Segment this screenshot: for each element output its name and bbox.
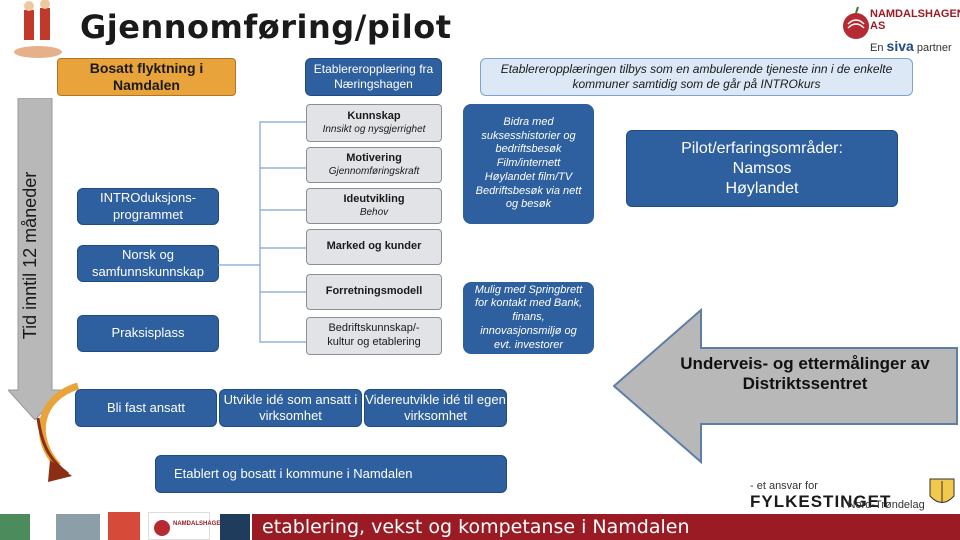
praksis-box: Praksisplass <box>77 315 219 352</box>
norsk-box: Norsk og samfunnskunnskap <box>77 245 219 282</box>
fylke-text: - et ansvar for FYLKESTINGET <box>750 480 892 511</box>
fylke-sub: i Nord-Trøndelag <box>842 499 925 511</box>
people-illustration-icon <box>14 0 62 58</box>
logo-partner: En siva partner <box>870 38 952 54</box>
bosatt-box: Bosatt flyktning i Namdalen <box>57 58 236 96</box>
videreutvikle-box: Videreutvikle idé til egen virksomhet <box>364 389 507 427</box>
pilot-box: Pilot/erfaringsområder: Namsos Høylandet <box>626 130 898 207</box>
fast-ansatt-box: Bli fast ansatt <box>75 389 217 427</box>
footer-photo-1 <box>0 514 30 540</box>
module-bedriftskunnskap: Bedriftskunnskap/-kultur og etablering <box>306 317 442 355</box>
mulig-box: Mulig med Springbrett for kontakt med Ba… <box>463 282 594 354</box>
big-left-arrow <box>613 308 958 464</box>
footer-logo-box: NAMDALSHAGEN <box>148 512 225 540</box>
module-forretningsmodell: Forretningsmodell <box>306 274 442 310</box>
footer-bar <box>252 514 960 540</box>
etablert-box: Etablert og bosatt i kommune i Namdalen <box>155 455 507 493</box>
footer-logo-icon <box>154 520 170 536</box>
arrow-text: Underveis- og ettermålinger av Distrikts… <box>680 354 930 394</box>
namdalshagen-logo-icon <box>843 6 869 39</box>
timeline-label: Tid inntil 12 måneder <box>20 171 41 339</box>
page-title: Gjennomføring/pilot <box>80 8 452 46</box>
logo-name: NAMDALSHAGEN AS <box>870 8 960 32</box>
curved-arrow-icon <box>36 382 80 482</box>
tilbys-box: Etablereropplæringen tilbys som en ambul… <box>480 58 913 96</box>
footer-slogan: etablering, vekst og kompetanse i Namdal… <box>262 516 690 538</box>
connector-bracket <box>218 121 306 343</box>
etablerer-box: Etablereropplæring fra Næringshagen <box>305 58 442 96</box>
footer-photo-3 <box>108 512 140 540</box>
module-marked: Marked og kunder <box>306 229 442 265</box>
footer-photo-2 <box>56 514 100 540</box>
bidra-box: Bidra med suksesshistorier og bedriftsbe… <box>463 104 594 224</box>
footer-photo-4 <box>220 514 250 540</box>
coat-of-arms-icon <box>929 478 955 503</box>
utvikle-box: Utvikle idé som ansatt i virksomhet <box>219 389 362 427</box>
intro-box: INTROduksjons-programmet <box>77 188 219 225</box>
